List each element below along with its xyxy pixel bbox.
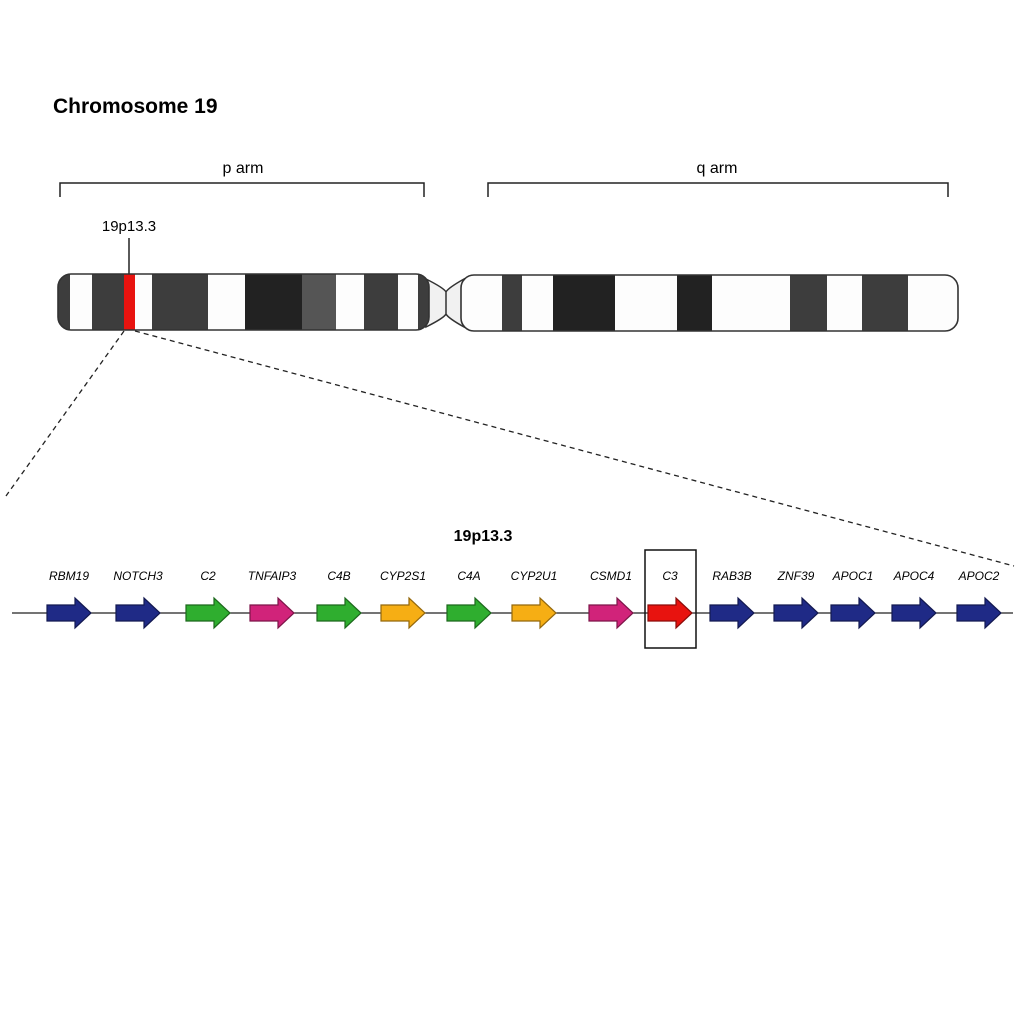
gene-label-znf39: ZNF39 [777, 569, 815, 583]
gene-arrow-tnfaip3 [249, 596, 295, 630]
gene-notch3: NOTCH3 [113, 569, 163, 630]
gene-tnfaip3: TNFAIP3 [248, 569, 297, 630]
gene-cyp2u1: CYP2U1 [511, 569, 558, 630]
p-arm-bracket: p arm [59, 160, 425, 197]
gene-c4a: C4A [446, 569, 492, 630]
gene-znf39: ZNF39 [773, 569, 819, 630]
gene-arrow-c4a [446, 596, 492, 630]
highlight-band [124, 274, 135, 330]
gene-label-c4a: C4A [457, 569, 480, 583]
gene-c4b: C4B [316, 569, 362, 630]
gene-label-rbm19: RBM19 [49, 569, 89, 583]
gene-label-apoc1: APOC1 [832, 569, 874, 583]
gene-label-apoc2: APOC2 [958, 569, 1000, 583]
gene-apoc1: APOC1 [830, 569, 876, 630]
gene-label-notch3: NOTCH3 [113, 569, 163, 583]
gene-arrow-apoc2 [956, 596, 1002, 630]
gene-label-rab3b: RAB3B [712, 569, 751, 583]
q-arm-label: q arm [697, 160, 738, 177]
gene-arrow-rab3b [709, 596, 755, 630]
gene-arrow-znf39 [773, 596, 819, 630]
highlight-box [644, 549, 697, 649]
gene-arrow-apoc4 [891, 596, 937, 630]
band-label: 19p13.3 [102, 218, 156, 235]
gene-cyp2s1: CYP2S1 [380, 569, 426, 630]
gene-rbm19: RBM19 [46, 569, 92, 630]
gene-label-c2: C2 [200, 569, 216, 583]
q-arm-bracket: q arm [487, 160, 949, 197]
gene-arrow-cyp2u1 [511, 596, 557, 630]
centromere [425, 277, 465, 329]
gene-arrow-apoc1 [830, 596, 876, 630]
gene-label-cyp2s1: CYP2S1 [380, 569, 426, 583]
gene-arrow-cyp2s1 [380, 596, 426, 630]
gene-rab3b: RAB3B [709, 569, 755, 630]
gene-csmd1: CSMD1 [588, 569, 634, 630]
p-arm-label: p arm [223, 160, 264, 177]
gene-track: RBM19 NOTCH3 C2 TNFAIP3 C4B CYP2S1 C4A CYP2U1 CS… [46, 549, 1002, 649]
gene-label-c4b: C4B [327, 569, 350, 583]
gene-arrow-c4b [316, 596, 362, 630]
gene-arrow-c2 [185, 596, 231, 630]
gene-label-tnfaip3: TNFAIP3 [248, 569, 297, 583]
gene-arrow-csmd1 [588, 596, 634, 630]
gene-arrow-c3 [647, 596, 693, 630]
gene-label-csmd1: CSMD1 [590, 569, 632, 583]
gene-apoc4: APOC4 [891, 569, 937, 630]
zoom-line-left [5, 330, 125, 497]
gene-c3: C3 [644, 549, 697, 649]
gene-apoc2: APOC2 [956, 569, 1002, 630]
page-title: Chromosome 19 [53, 95, 218, 118]
gene-label-apoc4: APOC4 [893, 569, 935, 583]
chromosome-q-arm [460, 274, 959, 332]
gene-arrow-notch3 [115, 596, 161, 630]
gene-label-c3: C3 [662, 569, 678, 583]
chromosome-p-arm [57, 273, 430, 331]
gene-c2: C2 [185, 569, 231, 630]
gene-label-cyp2u1: CYP2U1 [511, 569, 558, 583]
gene-arrow-rbm19 [46, 596, 92, 630]
zoom-line-right [134, 330, 1015, 567]
region-title: 19p13.3 [454, 528, 513, 545]
